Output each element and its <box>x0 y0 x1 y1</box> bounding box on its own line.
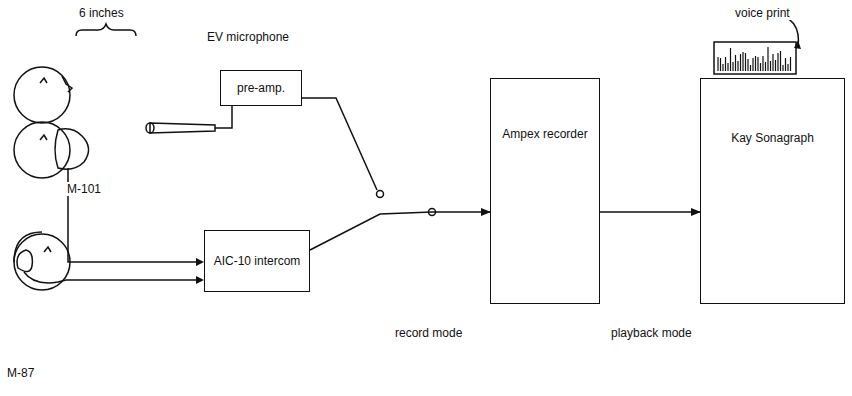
wire <box>302 98 377 190</box>
headset-earpiece <box>17 250 32 272</box>
arrowhead <box>196 258 204 266</box>
block-box: Ampex recorder <box>490 78 600 304</box>
head <box>14 67 70 123</box>
voice-print-card <box>714 42 796 74</box>
annotation-label: playback mode <box>610 326 693 340</box>
spectrogram-strokes <box>718 47 791 71</box>
block-box: pre-amp. <box>220 70 302 106</box>
annotation-label: M-101 <box>66 182 102 196</box>
head <box>14 234 70 290</box>
heads <box>14 14 798 290</box>
head <box>14 122 70 178</box>
eye <box>40 135 47 140</box>
dimension-brace <box>76 24 136 36</box>
box-label: pre-amp. <box>237 81 285 96</box>
arrowhead <box>196 276 204 284</box>
signal-arrow <box>310 212 490 250</box>
eye <box>44 247 51 252</box>
face-profile <box>62 76 72 92</box>
box-label: Ampex recorder <box>502 127 587 142</box>
boom-microphone <box>24 272 66 283</box>
microphone-head <box>146 123 154 133</box>
switch-contact <box>377 191 384 198</box>
annotation-label: EV microphone <box>206 30 290 44</box>
annotation-label: 6 inches <box>78 6 125 20</box>
box-label: Kay Sonagraph <box>731 131 814 146</box>
arrowhead <box>794 40 801 49</box>
block-box: AIC-10 intercom <box>204 230 310 292</box>
signal-arrow <box>600 211 700 213</box>
eye <box>40 78 47 83</box>
mic-wire <box>215 106 232 128</box>
annotation-label: M-87 <box>6 366 35 380</box>
annotation-label: record mode <box>394 326 463 340</box>
annotation-label: voice print <box>734 6 791 20</box>
microphone <box>150 123 215 133</box>
wire <box>66 279 196 281</box>
box-label: AIC-10 intercom <box>214 254 301 269</box>
block-box: Kay Sonagraph <box>700 78 845 304</box>
headband <box>14 232 42 262</box>
oxygen-mask <box>55 129 89 169</box>
